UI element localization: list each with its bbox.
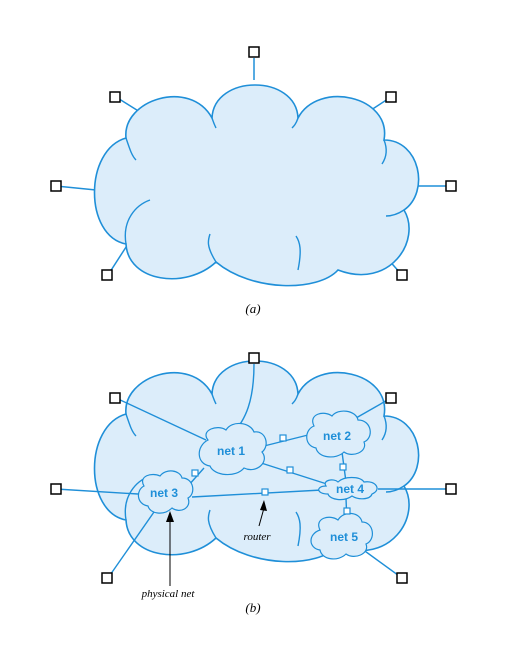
router-box bbox=[191, 469, 199, 477]
net2-label: net 2 bbox=[323, 429, 351, 443]
router-box bbox=[339, 463, 347, 471]
net1-cloud bbox=[198, 422, 267, 476]
host-box bbox=[445, 483, 457, 495]
physical-net-annotation: physical net bbox=[141, 588, 196, 600]
hosts-b bbox=[50, 352, 457, 584]
figure-a: (a) bbox=[50, 46, 457, 316]
net2-cloud bbox=[306, 410, 371, 458]
net1-label: net 1 bbox=[217, 444, 245, 458]
host-box bbox=[50, 180, 62, 192]
hosts-a bbox=[50, 46, 457, 281]
host-box bbox=[109, 392, 121, 404]
net4-cloud bbox=[318, 476, 378, 501]
net5-label: net 5 bbox=[330, 530, 358, 544]
host-box bbox=[248, 352, 260, 364]
host-box bbox=[109, 91, 121, 103]
net3-label: net 3 bbox=[150, 486, 178, 500]
host-box bbox=[101, 269, 113, 281]
router-box bbox=[261, 488, 269, 496]
host-box bbox=[385, 91, 397, 103]
physical-net-arrow bbox=[166, 511, 174, 586]
internet-cloud bbox=[93, 84, 420, 287]
net4-label: net 4 bbox=[336, 482, 364, 496]
host-box bbox=[50, 483, 62, 495]
net5-cloud bbox=[310, 512, 373, 560]
host-box bbox=[248, 46, 260, 58]
host-box bbox=[396, 269, 408, 281]
cloud-lobe-arcs-a bbox=[124, 117, 405, 271]
routers bbox=[191, 434, 351, 515]
caption-b: (b) bbox=[245, 600, 260, 615]
net3-cloud bbox=[137, 470, 194, 514]
host-box bbox=[101, 572, 113, 584]
host-box bbox=[396, 572, 408, 584]
router-box bbox=[343, 507, 351, 515]
host-box bbox=[445, 180, 457, 192]
router-annotation: router bbox=[243, 531, 271, 543]
router-arrow bbox=[258, 500, 267, 527]
router-box bbox=[279, 434, 287, 442]
physical-nets bbox=[137, 410, 378, 560]
caption-a: (a) bbox=[245, 301, 260, 316]
figure-b: net 1 net 2 net 3 net 4 net 5 router phy… bbox=[50, 352, 457, 615]
host-box bbox=[385, 392, 397, 404]
router-box bbox=[286, 466, 294, 474]
